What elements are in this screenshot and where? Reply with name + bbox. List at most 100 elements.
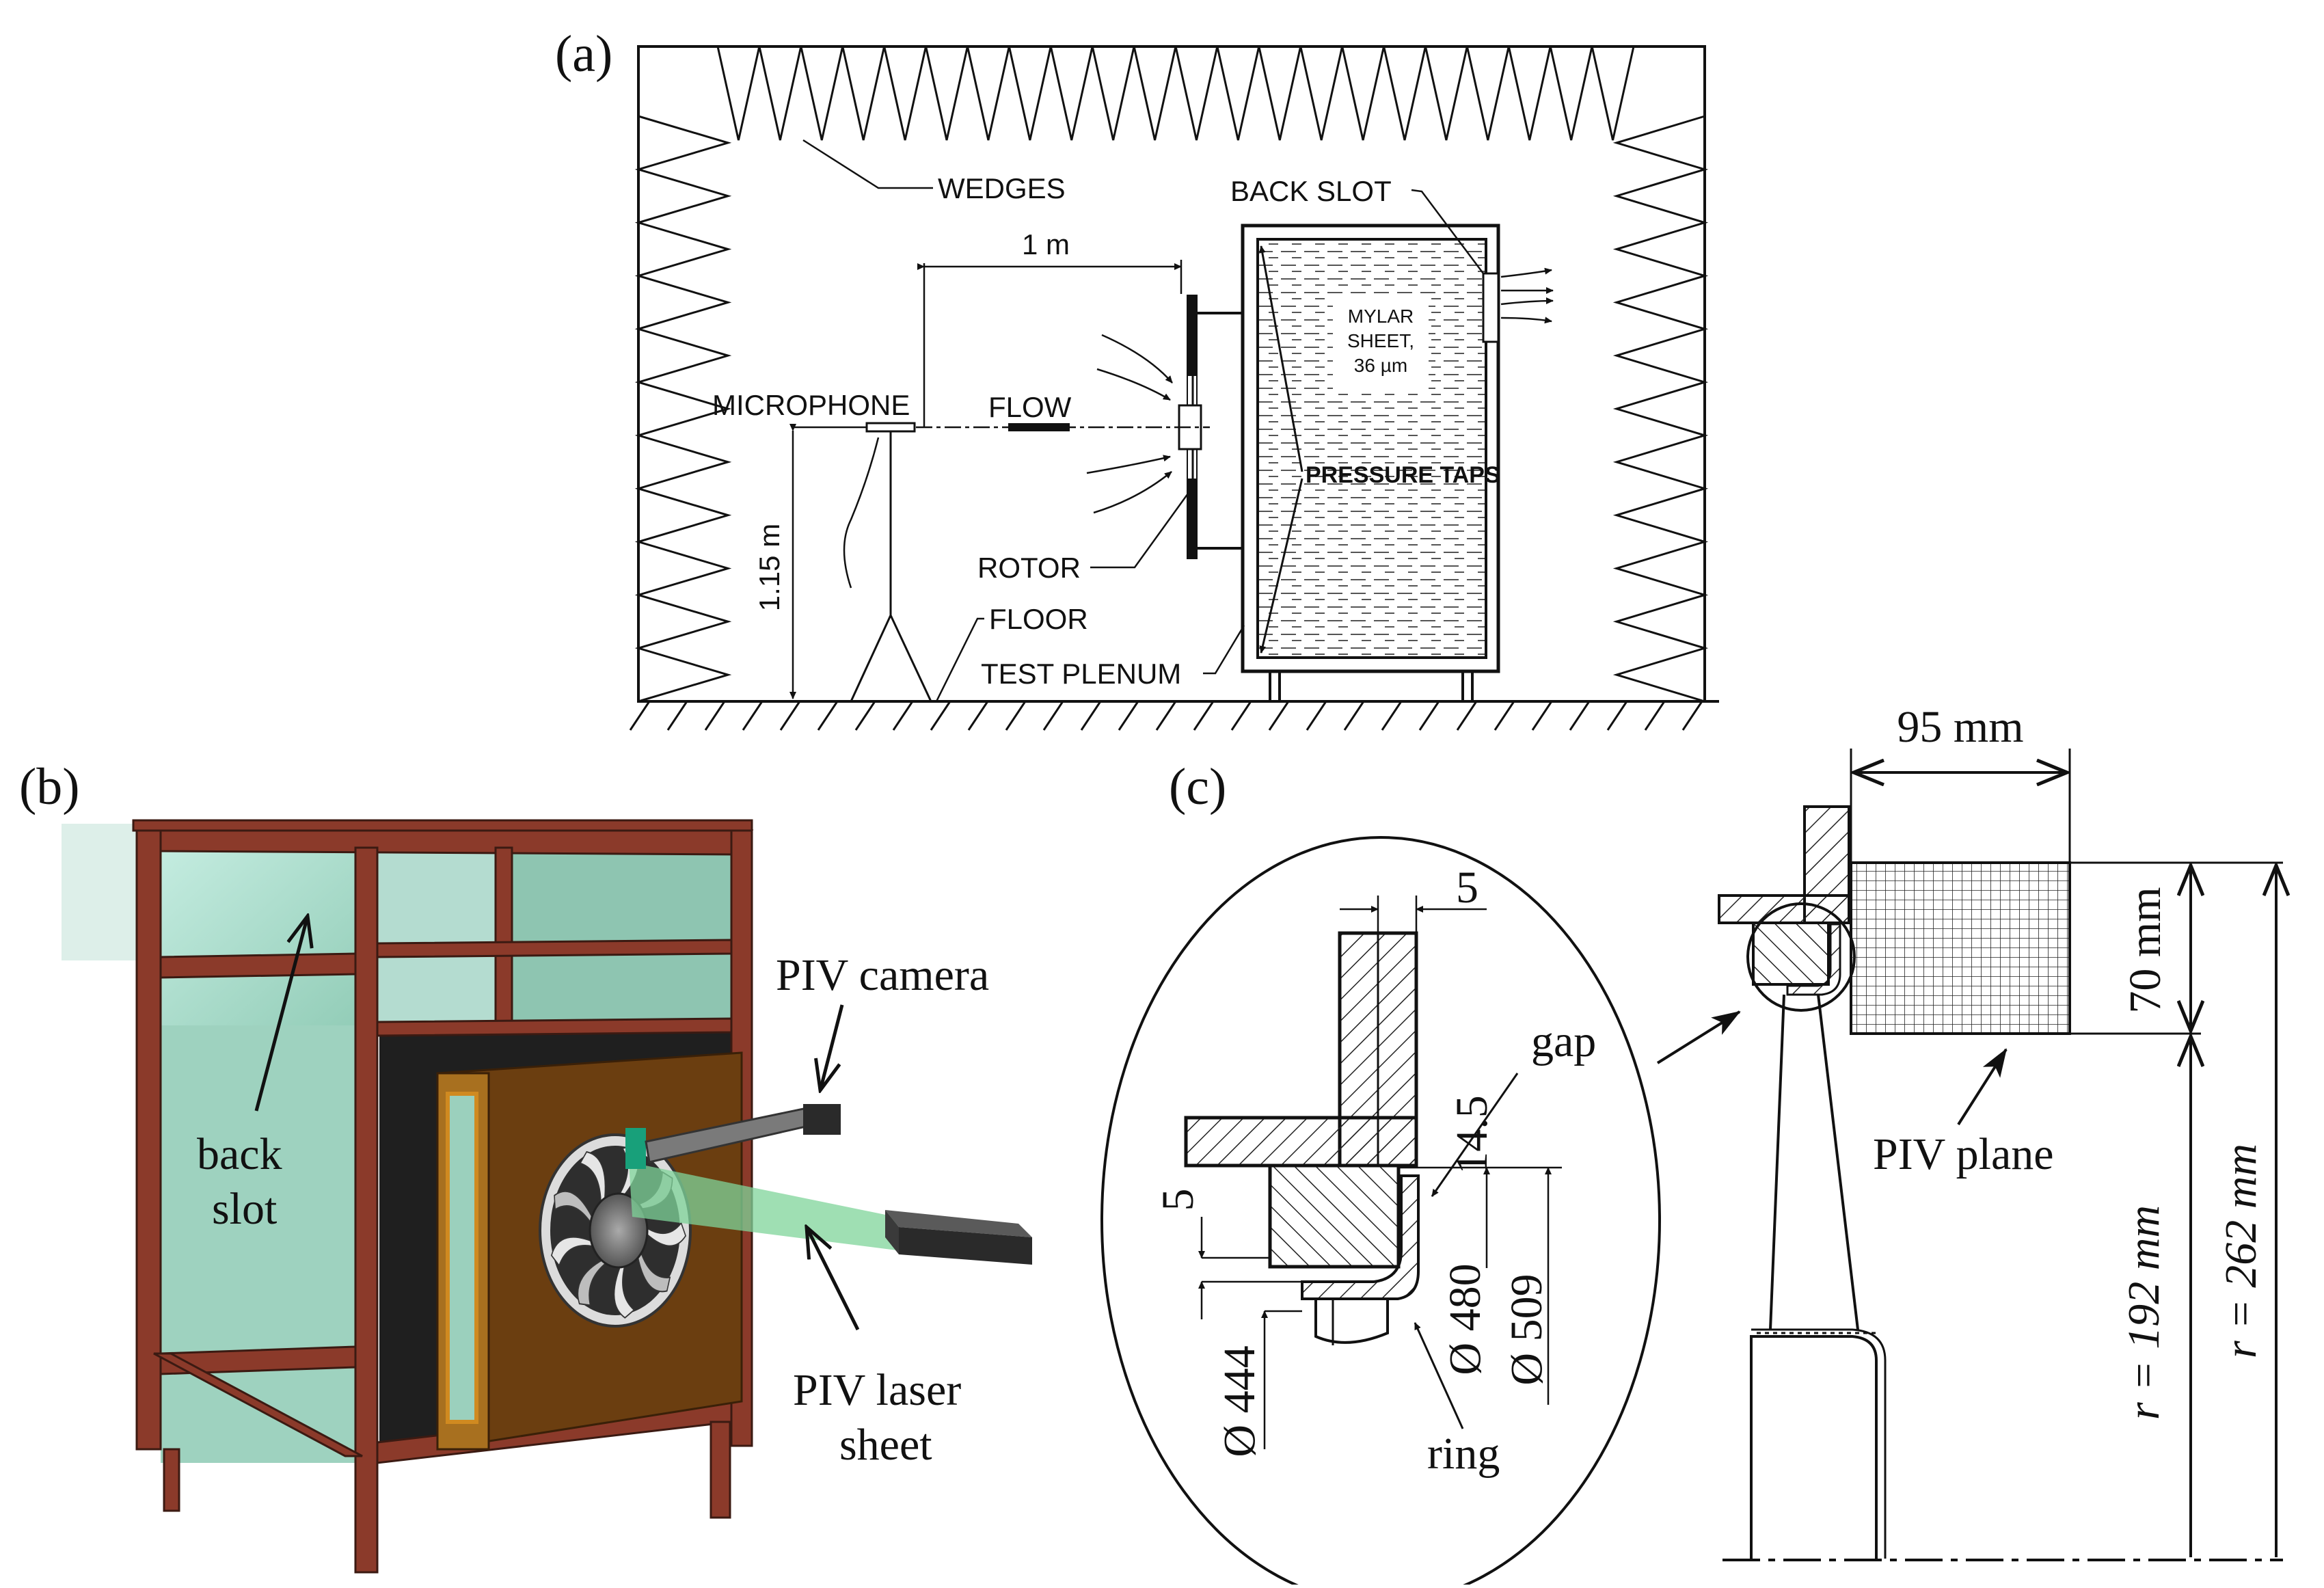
microphone-tripod — [850, 613, 932, 702]
piv-window — [625, 1128, 646, 1169]
test-plenum-label: TEST PLENUM — [981, 658, 1181, 690]
floor-hatch-line — [1268, 701, 1290, 731]
mount-ring — [1786, 923, 1841, 996]
piv-plane-leader — [1957, 1048, 2008, 1126]
dim-5-left: 5 — [1153, 1189, 1203, 1211]
laser-front — [899, 1227, 1032, 1265]
fan-blade — [613, 1255, 636, 1319]
back-slot-arrow — [254, 916, 308, 1112]
piv-camera-head — [803, 1104, 841, 1135]
top-glass-inner — [373, 851, 496, 1022]
microphone-label: MICROPHONE — [712, 389, 910, 421]
wedge-row-top — [716, 46, 1635, 141]
dim-5-top: 5 — [1456, 863, 1478, 913]
floor-hatch — [629, 701, 1703, 731]
wedge-row-left — [634, 115, 732, 703]
floor-hatch-line — [1606, 701, 1628, 731]
fan-blade — [635, 1240, 671, 1293]
floor-hatch-line — [1644, 701, 1666, 731]
detail-shroud-block — [1268, 1163, 1401, 1269]
fan-blade — [550, 1236, 600, 1267]
mount-shroud — [1752, 921, 1830, 986]
floor-hatch-line — [930, 701, 951, 731]
floor-hatch-line — [1193, 701, 1215, 731]
back-slot-line2: slot — [212, 1184, 277, 1234]
inflow-1 — [1101, 334, 1173, 383]
dia-480: Ø 480 — [1440, 1263, 1490, 1375]
dim-95: 95 mm — [1897, 702, 2023, 752]
wedge-row-right — [1612, 115, 1709, 703]
detail-ring — [1301, 1174, 1420, 1300]
rotor-label: ROTOR — [977, 552, 1081, 584]
floor-hatch-line — [1042, 701, 1064, 731]
test-plenum-leader — [1203, 625, 1245, 675]
floor-hatch-line — [1531, 701, 1553, 731]
wedges-left — [634, 115, 732, 703]
laser-sheet — [629, 1162, 902, 1251]
floor-hatch-line — [1381, 701, 1403, 731]
floor-hatch-line — [854, 701, 876, 731]
back-slot-label: BACK SLOT — [1230, 175, 1392, 207]
floor-hatch-line — [1456, 701, 1478, 731]
piv-camera-arrow — [820, 1004, 844, 1090]
piv-laser-line2: sheet — [839, 1420, 932, 1470]
hub-outline — [1750, 1335, 1878, 1559]
r-262: r = 262 mm — [2216, 1144, 2266, 1358]
dia-509: Ø 509 — [1502, 1274, 1552, 1385]
pressure-taps-arrow-down — [1259, 478, 1303, 654]
test-plenum — [1241, 224, 1500, 673]
floor-hatch-line — [742, 701, 764, 731]
floor-hatch-line — [1080, 701, 1102, 731]
back-slot-line1: back — [197, 1129, 282, 1179]
floor-label: FLOOR — [989, 603, 1088, 635]
back-slot-leader — [1411, 189, 1484, 274]
panel-a: (a) WEDGES MYLAR SHEET, 36 µm BACK SLOT — [555, 25, 1719, 731]
fan-blade — [579, 1150, 606, 1212]
wedges-label: WEDGES — [938, 172, 1066, 204]
back-slot — [1482, 272, 1500, 343]
floor-hatch-line — [1230, 701, 1252, 731]
mylar-line2: SHEET, — [1347, 330, 1414, 351]
ring-leader — [1414, 1322, 1464, 1429]
piv-plane — [1850, 861, 2071, 1035]
floor-hatch-line — [1494, 701, 1515, 731]
panel-c: (c) 5 14.5 gap 5 — [1100, 702, 2283, 1588]
piv-laser-arrow — [807, 1227, 860, 1331]
anechoic-chamber — [637, 45, 1706, 703]
laser-top — [885, 1210, 1032, 1237]
mylar-label-bg — [1333, 294, 1429, 390]
floor-hatch-line — [1418, 701, 1440, 731]
floor-hatch-line — [1118, 701, 1139, 731]
blade-left-edge — [1769, 994, 1785, 1330]
floor-hatch-line — [1306, 701, 1327, 731]
detail-ellipse — [1100, 836, 1661, 1588]
fan-blade — [577, 1255, 613, 1306]
plenum-box-window — [446, 1092, 478, 1424]
gap-leader — [1431, 1073, 1519, 1197]
side-glass — [161, 1025, 355, 1463]
detail-pointer — [1656, 1010, 1741, 1064]
dia-444: Ø 444 — [1215, 1345, 1265, 1457]
floor-hatch-line — [967, 701, 989, 731]
inflow-3 — [1086, 455, 1171, 474]
floor-hatch-line — [817, 701, 839, 731]
floor-hatch-line — [1569, 701, 1591, 731]
microphone-cable — [843, 437, 880, 589]
floor-hatch-line — [1343, 701, 1365, 731]
piv-camera-label: PIV camera — [776, 950, 989, 1000]
inflow-4 — [1093, 471, 1172, 514]
detail-blade-stub — [1314, 1299, 1389, 1344]
microphone — [865, 422, 916, 433]
exit-flow-1 — [1500, 267, 1552, 278]
detail-flange-horizontal — [1184, 1116, 1418, 1168]
gap-label: gap — [1531, 1017, 1596, 1066]
panel-c-tag: (c) — [1169, 758, 1226, 816]
top-glass-front — [161, 848, 355, 1025]
floor-hatch-line — [629, 701, 651, 731]
floor-hatch-line — [1155, 701, 1177, 731]
rotor-ring-lower — [1187, 479, 1197, 559]
flow-label: FLOW — [988, 391, 1072, 423]
panel-a-tag: (a) — [555, 25, 612, 83]
exit-flow-3 — [1500, 297, 1554, 306]
